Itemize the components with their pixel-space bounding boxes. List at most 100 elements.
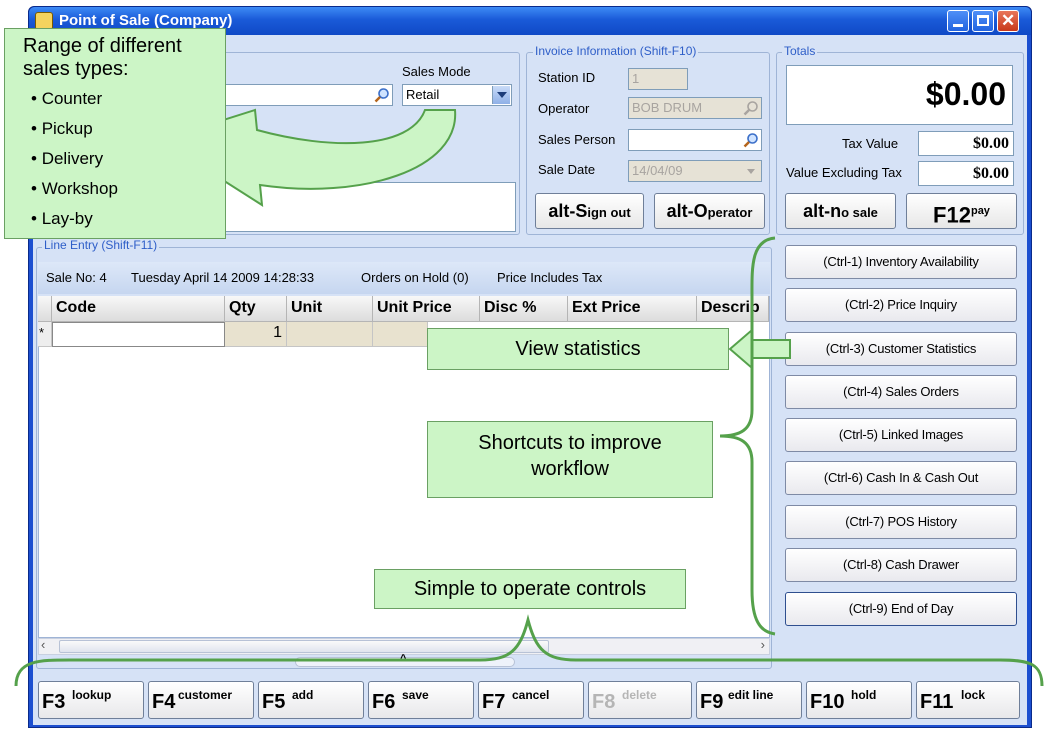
shortcut-end-of-day[interactable]: (Ctrl-9) End of Day [785, 592, 1017, 626]
dropdown-button[interactable] [492, 86, 510, 104]
f5-label: add [292, 688, 314, 702]
shortcut-price-inquiry[interactable]: (Ctrl-2) Price Inquiry [785, 288, 1017, 322]
column-ext-price[interactable]: Ext Price [568, 296, 697, 322]
totals-group [776, 52, 1024, 235]
operator-label: Operator [538, 101, 590, 116]
sign-out-button[interactable]: alt-Sign out [535, 193, 644, 229]
shortcut-cash-in-out[interactable]: (Ctrl-6) Cash In & Cash Out [785, 461, 1017, 495]
line-entry-title: Line Entry (Shift-F11) [42, 238, 160, 252]
sales-types-callout: Range of different sales types: • Counte… [4, 28, 226, 239]
tax-value-field: $0.00 [918, 131, 1014, 156]
f9-key: F9 [700, 691, 724, 713]
pay-button[interactable]: F12pay [906, 193, 1017, 229]
f11-label: lock [961, 688, 986, 702]
tax-mode: Price Includes Tax [497, 270, 603, 285]
column-code[interactable]: Code [52, 296, 225, 322]
invoice-group-title: Invoice Information (Shift-F10) [533, 44, 699, 58]
sales-mode-label: Sales Mode [402, 64, 471, 79]
operator-field: BOB DRUM [628, 97, 762, 119]
column-disc[interactable]: Disc % [480, 296, 568, 322]
f3-key: F3 [42, 691, 66, 713]
qty-cell[interactable]: 1 [225, 322, 287, 347]
totals-group-title: Totals [782, 44, 818, 58]
shortcut-cash-drawer[interactable]: (Ctrl-8) Cash Drawer [785, 548, 1017, 582]
column-description[interactable]: Descrip [697, 296, 769, 322]
minimize-button[interactable] [947, 10, 969, 32]
sales-type-label: Pickup [41, 119, 93, 138]
f9-edit-line-button[interactable]: F9 edit line [696, 681, 802, 719]
f4-label: customer [178, 688, 233, 702]
f6-label: save [402, 688, 429, 702]
sales-type-label: Counter [41, 89, 103, 108]
f8-label: delete [622, 688, 657, 702]
sales-person-label: Sales Person [538, 132, 616, 147]
f4-key: F4 [152, 691, 176, 713]
column-unit-price[interactable]: Unit Price [373, 296, 480, 322]
f7-label: cancel [512, 688, 550, 702]
pay-label: pay [970, 205, 990, 217]
shortcut-customer-statistics[interactable]: (Ctrl-3) Customer Statistics [785, 332, 1017, 366]
unit-price-cell[interactable] [373, 322, 428, 347]
f6-key: F6 [372, 691, 396, 713]
f6-save-button[interactable]: F6 save [368, 681, 474, 719]
shortcut-linked-images[interactable]: (Ctrl-5) Linked Images [785, 418, 1017, 452]
column-qty[interactable]: Qty [225, 296, 287, 322]
bullet-lay-by: • Lay-by [31, 209, 93, 228]
window-title: Point of Sale (Company) [59, 12, 233, 29]
scroll-left-icon[interactable]: ‹ [41, 637, 46, 652]
controls-brace [14, 614, 1044, 687]
search-icon[interactable] [374, 87, 390, 103]
sales-person-field[interactable] [628, 129, 762, 151]
bullet-counter: • Counter [31, 89, 103, 108]
operator-value: BOB DRUM [632, 100, 703, 115]
unit-cell[interactable] [287, 322, 373, 347]
sales-mode-value: Retail [406, 87, 440, 102]
station-id-label: Station ID [538, 70, 596, 85]
sale-number: Sale No: 4 [46, 270, 107, 285]
f11-lock-button[interactable]: F11 lock [916, 681, 1020, 719]
operator-button[interactable]: alt-Operator [654, 193, 765, 229]
shortcut-inventory-availability[interactable]: (Ctrl-1) Inventory Availability [785, 245, 1017, 279]
column-unit[interactable]: Unit [287, 296, 373, 322]
operator-button-label: perator [707, 205, 753, 220]
status-strip [38, 262, 770, 294]
close-button[interactable]: ✕ [997, 10, 1019, 32]
maximize-button[interactable] [972, 10, 994, 32]
shortcut-pos-history[interactable]: (Ctrl-7) POS History [785, 505, 1017, 539]
excl-tax-field: $0.00 [918, 161, 1014, 186]
bullet-delivery: • Delivery [31, 149, 104, 168]
code-cell[interactable] [52, 322, 225, 347]
controls-callout: Simple to operate controls [374, 569, 686, 609]
f11-key: F11 [920, 691, 954, 713]
line-entry-group [36, 247, 772, 669]
sales-types-title: Range of different sales types: [23, 35, 182, 80]
shortcuts-brace [719, 236, 776, 636]
sale-date-label: Sale Date [538, 162, 596, 177]
sales-type-label: Workshop [41, 179, 118, 198]
f10-key: F10 [810, 691, 845, 713]
sales-mode-select[interactable]: Retail [402, 84, 512, 106]
customer-search-field[interactable] [200, 84, 393, 106]
view-statistics-callout: View statistics [427, 328, 729, 370]
search-icon[interactable] [743, 132, 759, 148]
sale-date-field: 14/04/09 [628, 160, 762, 182]
shortcut-sales-orders[interactable]: (Ctrl-4) Sales Orders [785, 375, 1017, 409]
sign-out-label: ign out [587, 205, 631, 220]
search-icon [743, 101, 758, 116]
view-statistics-arrow [728, 327, 791, 371]
maximize-icon [977, 15, 989, 26]
no-sale-button[interactable]: alt-no sale [785, 193, 896, 229]
f9-label: edit line [728, 688, 774, 702]
tax-value-label: Tax Value [842, 136, 899, 151]
sale-datetime: Tuesday April 14 2009 14:28:33 [131, 270, 315, 285]
operator-key: alt-O [666, 201, 708, 221]
close-icon: ✕ [1001, 11, 1016, 30]
horizontal-scrollbar[interactable]: ‹ › [38, 637, 770, 655]
scroll-right-icon[interactable]: › [760, 637, 765, 652]
scrollbar-thumb[interactable] [59, 640, 549, 653]
